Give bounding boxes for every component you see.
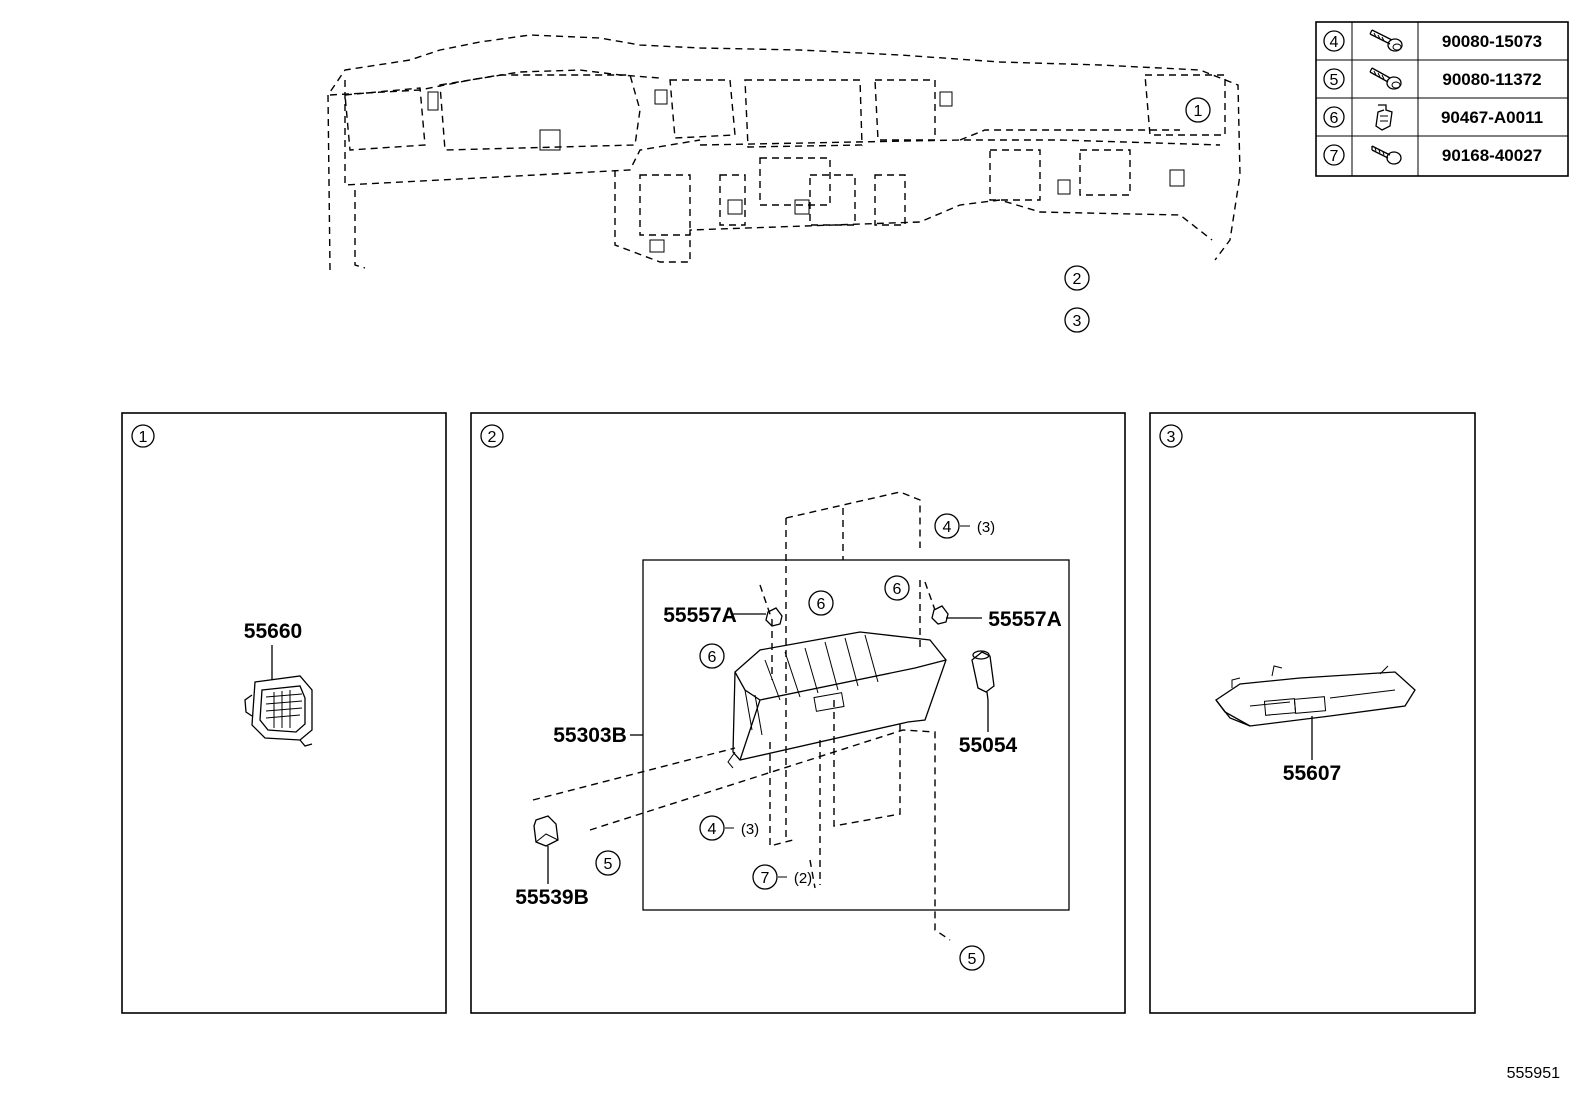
callout-7: 7 (2)	[752, 864, 812, 890]
instrument-panel-overview	[327, 34, 1241, 271]
svg-text:90080-15073: 90080-15073	[1442, 32, 1542, 51]
overview-callout-2: 2	[1064, 265, 1090, 291]
svg-text:90168-40027: 90168-40027	[1442, 146, 1542, 165]
svg-text:3: 3	[1073, 313, 1082, 330]
svg-text:1: 1	[139, 429, 148, 446]
detail-panel-1: 1 55660	[121, 412, 447, 1014]
detail-panel-2: 2	[470, 412, 1126, 1014]
part-label-55303B: 55303B	[553, 724, 627, 747]
callout-5-left: 5	[595, 850, 621, 876]
legend-row-7: 7 90168-40027	[1323, 144, 1542, 166]
svg-text:5: 5	[604, 856, 613, 873]
overview-callout-1: 1	[1185, 97, 1211, 123]
callout-4-bottom: 4 (3)	[699, 815, 759, 841]
legend-row-5: 5 90080-11372	[1323, 67, 1542, 90]
clip-55557A-left	[765, 607, 783, 627]
callout-5-bottom: 5	[959, 945, 985, 971]
callout-4-top: 4 (3)	[934, 513, 995, 539]
part-label-55607: 55607	[1283, 762, 1341, 785]
glove-box-assembly	[727, 631, 947, 769]
svg-text:6: 6	[1330, 110, 1339, 127]
svg-text:7: 7	[761, 870, 770, 887]
svg-text:1: 1	[1194, 103, 1203, 120]
part-label-55557A-right: 55557A	[988, 608, 1062, 631]
svg-text:4: 4	[708, 821, 717, 838]
svg-text:5: 5	[968, 951, 977, 968]
svg-text:90080-11372: 90080-11372	[1442, 70, 1541, 89]
callout-6-right: 6	[884, 575, 910, 601]
svg-text:2: 2	[1073, 271, 1082, 288]
svg-text:4: 4	[943, 519, 952, 536]
diagram-id: 555951	[1507, 1065, 1560, 1082]
svg-text:4: 4	[1330, 34, 1339, 51]
svg-text:(3): (3)	[977, 519, 995, 536]
svg-text:6: 6	[708, 649, 717, 666]
fastener-legend-table: 4 90080-15073 5 90080-11372 6	[1315, 21, 1569, 177]
part-label-55539B: 55539B	[515, 886, 589, 909]
cushion-55539B	[533, 815, 559, 847]
under-cover-55607	[1215, 665, 1416, 727]
overview-callout-3: 3	[1064, 307, 1090, 333]
svg-text:2: 2	[488, 429, 497, 446]
callout-6-center: 6	[808, 590, 834, 616]
clip-55557A-right	[931, 605, 949, 625]
air-vent-register	[244, 675, 313, 747]
clip-icon	[1375, 104, 1393, 131]
part-label-55660: 55660	[244, 620, 302, 643]
detail-panel-3: 3 55607	[1149, 412, 1476, 1014]
screw-icon	[1371, 145, 1402, 165]
svg-text:7: 7	[1330, 148, 1339, 165]
legend-row-6: 6 90467-A0011	[1323, 104, 1543, 131]
svg-text:90467-A0011: 90467-A0011	[1441, 108, 1543, 127]
svg-text:(2): (2)	[794, 870, 812, 887]
legend-row-4: 4 90080-15073	[1323, 29, 1542, 52]
part-label-55557A-left: 55557A	[663, 604, 737, 627]
part-label-55054: 55054	[959, 734, 1018, 757]
svg-text:3: 3	[1167, 429, 1176, 446]
bolt-washer-icon	[1369, 67, 1402, 90]
svg-text:(3): (3)	[741, 821, 759, 838]
callout-6-left: 6	[699, 643, 725, 669]
damper-55054	[971, 650, 995, 701]
bolt-washer-icon	[1369, 29, 1403, 52]
svg-text:6: 6	[893, 581, 902, 598]
svg-text:5: 5	[1330, 72, 1339, 89]
svg-text:6: 6	[817, 596, 826, 613]
